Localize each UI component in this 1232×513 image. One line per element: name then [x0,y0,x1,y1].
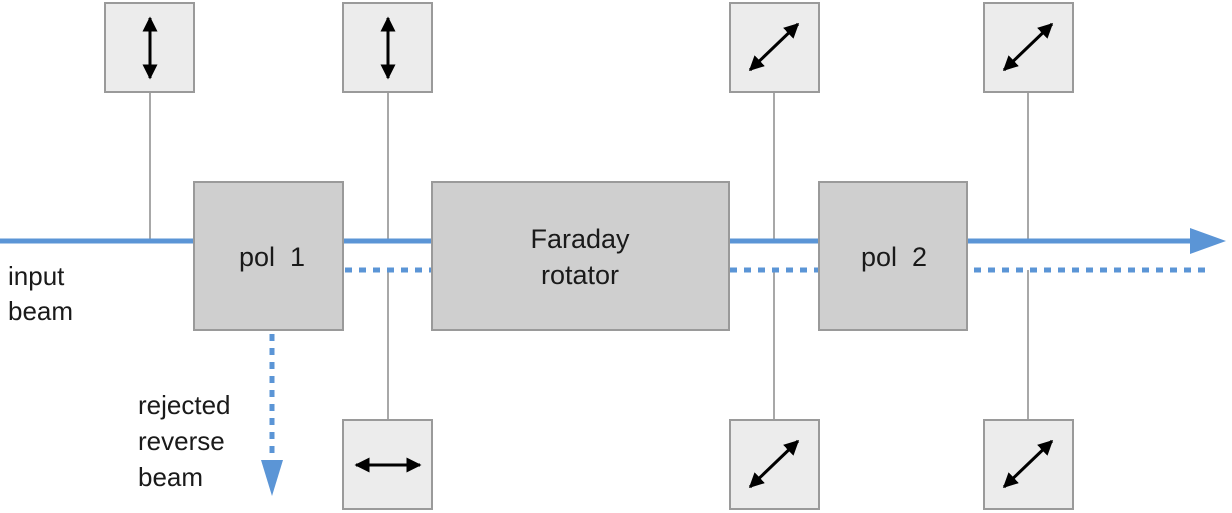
polarizer-1-box [193,181,344,331]
reverse-beam [269,267,1210,462]
diagonal-polarization-icon [748,22,800,72]
input-beam-label-line2: beam [8,296,73,326]
polarizer-1-label: pol 1 [239,242,305,272]
faraday-label-line2: rotator [541,260,619,290]
diagonal-polarization-icon [1002,439,1054,489]
polarizer-2-box [818,181,968,331]
polarization-arrows [142,16,1054,489]
rejected-beam-arrowhead [261,460,283,496]
polarizer-2-label: pol 2 [861,242,927,272]
diagonal-polarization-icon [1002,22,1054,72]
forward-beam-arrowhead [1190,228,1226,254]
rejected-label-line2: reverse [138,426,225,456]
rejected-label-line1: rejected [138,390,231,420]
rejected-label-line3: beam [138,462,203,492]
diagonal-polarization-icon [748,439,800,489]
polarization-indicators [104,2,1074,510]
faraday-rotator-box [431,181,730,331]
connector-lines [149,92,1029,420]
faraday-label-line1: Faraday [530,224,630,254]
input-beam-label-line1: input [8,261,65,291]
